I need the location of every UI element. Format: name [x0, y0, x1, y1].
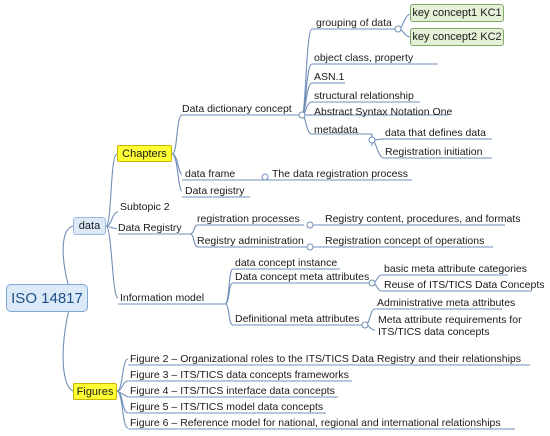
collapse-toggle	[368, 279, 376, 287]
asn1-node[interactable]: ASN.1	[314, 71, 345, 83]
figure5-node[interactable]: Figure 5 – ITS/TICS model data concepts	[130, 401, 324, 413]
registry-content-node[interactable]: Registry content, procedures, and format…	[325, 213, 521, 225]
structural-relationship-node[interactable]: structural relationship	[314, 90, 414, 102]
data-frame-node[interactable]: data frame	[185, 168, 236, 180]
collapse-toggle	[368, 136, 376, 144]
data-registry-node[interactable]: Data Registry	[118, 222, 182, 234]
data-registration-process-node[interactable]: The data registration process	[272, 168, 408, 180]
figure6-node[interactable]: Figure 6 – Reference model for national,…	[130, 417, 501, 429]
subtopic2-node[interactable]: Subtopic 2	[120, 201, 170, 213]
administrative-meta-attributes-node[interactable]: Administrative meta attributes	[377, 297, 516, 309]
data-node[interactable]: data	[73, 217, 106, 235]
root-node[interactable]: ISO 14817	[6, 284, 88, 312]
data-concept-instance-node[interactable]: data concept instance	[235, 257, 338, 269]
figures-node[interactable]: Figures	[73, 383, 117, 400]
key-concept1-node[interactable]: key concept1 KC1	[410, 4, 504, 22]
data-registry-chapter-node[interactable]: Data registry	[185, 185, 245, 197]
registration-concept-node[interactable]: Registration concept of operations	[325, 235, 485, 247]
collapse-toggle	[361, 321, 369, 329]
object-class-node[interactable]: object class, property	[314, 52, 414, 64]
registration-processes-node[interactable]: registration processes	[197, 213, 300, 225]
basic-meta-attribute-node[interactable]: basic meta attribute categories	[384, 263, 527, 275]
asn-full-node[interactable]: Abstract Syntax Notation One	[314, 106, 453, 118]
registration-initiation-node[interactable]: Registration initiation	[385, 146, 483, 158]
metadata-node[interactable]: metadata	[314, 124, 358, 136]
data-dictionary-concept-node[interactable]: Data dictionary concept	[182, 103, 292, 115]
registry-administration-node[interactable]: Registry administration	[197, 235, 304, 247]
collapse-toggle	[394, 25, 402, 33]
collapse-toggle	[306, 243, 314, 251]
figure2-node[interactable]: Figure 2 – Organizational roles to the I…	[130, 353, 522, 365]
figure3-node[interactable]: Figure 3 – ITS/TICS data concepts framew…	[130, 369, 349, 381]
figure4-node[interactable]: Figure 4 – ITS/TICS interface data conce…	[130, 385, 335, 397]
collapse-toggle	[261, 173, 269, 181]
chapters-node[interactable]: Chapters	[117, 145, 172, 162]
data-defines-data-node[interactable]: data that defines data	[385, 127, 486, 139]
reuse-data-concepts-node[interactable]: Reuse of ITS/TICS Data Concepts	[384, 279, 545, 291]
information-model-node[interactable]: Information model	[120, 292, 205, 304]
collapse-toggle	[306, 221, 314, 229]
grouping-of-data-node[interactable]: grouping of data	[316, 17, 392, 29]
meta-attribute-requirements-node[interactable]: Meta attribute requirements for ITS/TICS…	[378, 314, 522, 338]
collapse-toggle	[298, 111, 306, 119]
data-concept-meta-attributes-node[interactable]: Data concept meta attributes	[235, 271, 370, 283]
definitional-meta-attributes-node[interactable]: Definitional meta attributes	[235, 313, 360, 325]
key-concept2-node[interactable]: key concept2 KC2	[410, 28, 504, 46]
